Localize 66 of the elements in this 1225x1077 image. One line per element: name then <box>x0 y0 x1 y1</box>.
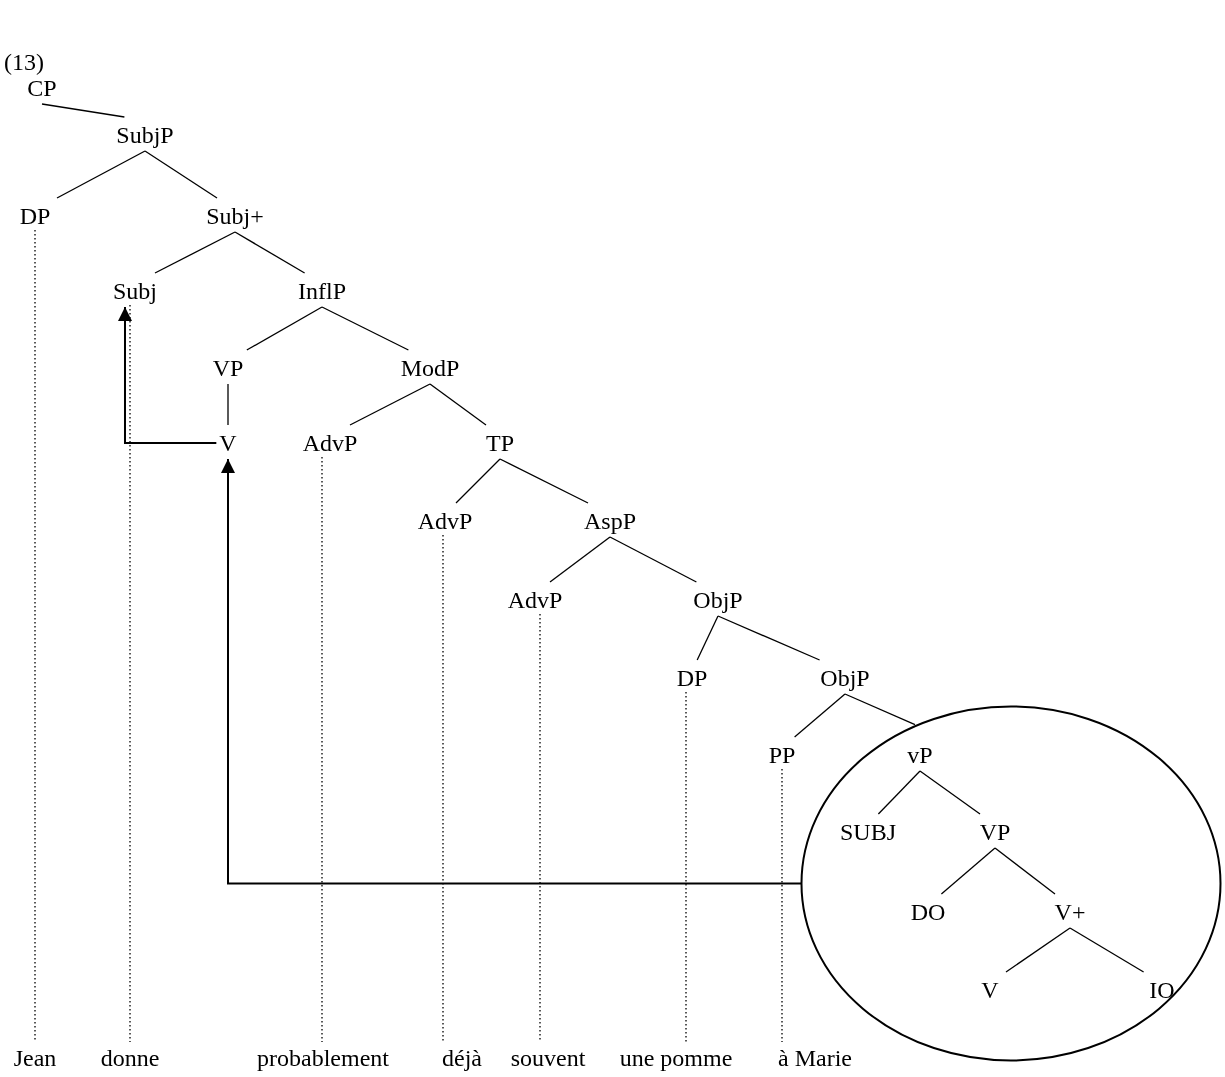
branch-line <box>1005 927 1071 973</box>
branch-line <box>234 231 306 274</box>
tree-label: AspP <box>581 507 639 535</box>
word: Jean <box>12 1044 58 1072</box>
branch-line <box>609 536 698 583</box>
tree-label: IO <box>1146 976 1178 1004</box>
tree-label: TP <box>483 429 517 457</box>
tree-label: VP <box>209 354 247 382</box>
tree-label: VP <box>976 818 1014 846</box>
branch-line <box>919 770 981 815</box>
dotted-line <box>685 691 687 1043</box>
tree-label: Subj+ <box>203 202 267 230</box>
tree-label: AdvP <box>299 429 361 457</box>
branch-line <box>717 615 821 661</box>
branch-line <box>321 306 410 351</box>
branch-line <box>877 770 921 815</box>
movement-arrow <box>118 306 218 444</box>
branch-line <box>844 693 916 726</box>
example-number: (13) <box>4 50 44 74</box>
branch-line <box>793 693 846 738</box>
word: déjà <box>441 1044 483 1072</box>
tree-label: PP <box>765 741 799 769</box>
dotted-line <box>442 534 444 1043</box>
branch-line <box>696 615 719 661</box>
dotted-line <box>129 304 131 1043</box>
tree-label: V <box>216 429 240 457</box>
branch-line <box>1069 927 1145 973</box>
tree-label: vP <box>904 741 936 769</box>
branch-line <box>549 536 611 583</box>
tree-label: SubjP <box>113 121 177 149</box>
tree-label: V <box>978 976 1002 1004</box>
branch-line <box>227 383 229 426</box>
dotted-line <box>539 613 541 1043</box>
tree-label: ObjP <box>690 586 746 614</box>
branch-line <box>499 458 589 504</box>
word: donne <box>99 1044 161 1072</box>
tree-label: SUBJ <box>837 818 899 846</box>
word: une pomme <box>618 1044 734 1072</box>
dotted-line <box>321 456 323 1043</box>
tree-label: AdvP <box>414 507 476 535</box>
branch-line <box>455 458 501 504</box>
tree-label: CP <box>24 74 60 102</box>
branch-line <box>349 383 431 426</box>
word: souvent <box>509 1044 587 1072</box>
branch-line <box>994 847 1056 895</box>
word: à Marie <box>777 1044 853 1072</box>
branch-line <box>940 847 996 895</box>
tree-label: Subj <box>110 277 160 305</box>
branch-line <box>154 231 236 274</box>
branch-line <box>41 103 126 118</box>
word: probablement <box>256 1044 390 1072</box>
tree-label: ModP <box>397 354 463 382</box>
dotted-line <box>781 768 783 1043</box>
tree-label: DO <box>907 898 949 926</box>
tree-label: V+ <box>1051 898 1089 926</box>
tree-label: DP <box>673 664 711 692</box>
dotted-line <box>34 229 36 1043</box>
tree-label: AdvP <box>504 586 566 614</box>
branch-line <box>246 306 323 351</box>
branch-line <box>429 383 487 426</box>
branch-line <box>144 150 218 199</box>
movement-arrow <box>221 458 802 885</box>
tree-label: ObjP <box>817 664 873 692</box>
tree-label: DP <box>16 202 54 230</box>
tree-label: InflP <box>295 277 349 305</box>
branch-line <box>56 150 146 199</box>
